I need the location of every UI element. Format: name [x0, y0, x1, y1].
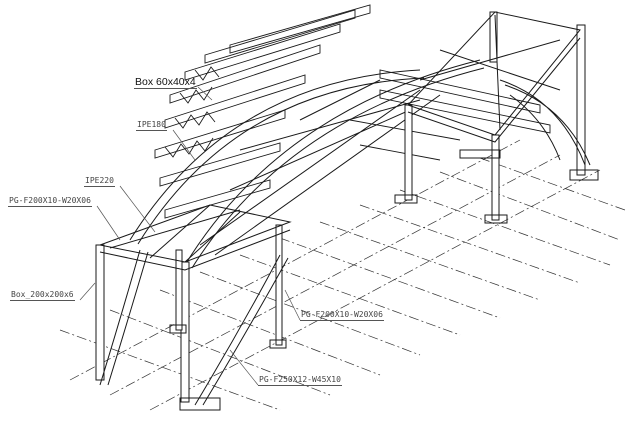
label-box-60x40x4: Box 60x40x4: [134, 76, 197, 89]
label-pg-f200-left: PG-F200X10-W20X06: [8, 196, 92, 207]
left-portal-frame: [95, 204, 292, 411]
label-box-200x200x6: Box_200x200x6: [10, 290, 75, 301]
leader-lines: [79, 86, 301, 386]
purlin-trusses: [154, 4, 551, 219]
label-ipe220: IPE220: [84, 176, 115, 187]
label-pg-f200-right: PG-F200X10-W20X06: [300, 310, 384, 321]
right-portal-frame: [394, 11, 599, 224]
label-ipe180: IPE180: [136, 120, 167, 131]
arch-rafters: [129, 59, 485, 269]
label-pg-f250: PG-F250X12-W45X10: [258, 375, 342, 386]
grid-axes: [59, 139, 626, 411]
